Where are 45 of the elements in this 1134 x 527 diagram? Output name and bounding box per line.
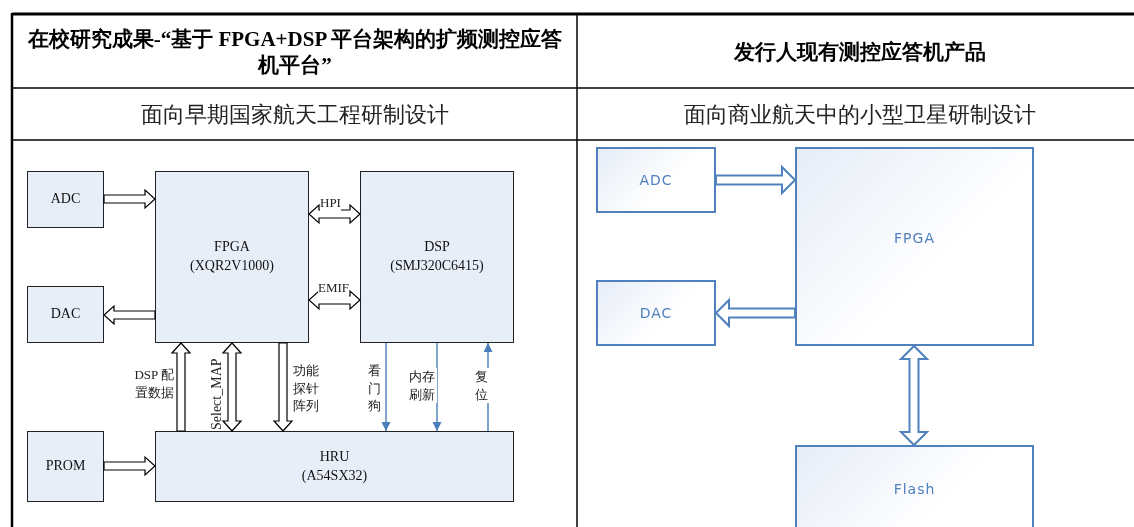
block-arrow	[714, 297, 796, 329]
block-box	[795, 147, 1034, 346]
column-heading: 发行人现有测控应答机产品	[733, 38, 986, 66]
block-name: ADC	[639, 170, 673, 190]
block-arrow	[308, 203, 361, 225]
arrow	[432, 342, 442, 432]
column-heading: 在校研究成果-“基于 FPGA+DSP 平台架构的扩频测控应答机平台”	[26, 25, 564, 79]
block-box	[360, 171, 514, 343]
row-text: 面向早期国家航天工程研制设计	[141, 101, 449, 129]
block-arrow	[308, 289, 361, 311]
block-arrow	[103, 455, 156, 477]
block-box	[596, 280, 716, 346]
block-arrow	[103, 304, 156, 326]
block-name: HRU	[319, 447, 350, 466]
block-name: DSP	[424, 238, 450, 257]
row-text: 面向商业航天中的小型卫星研制设计	[683, 101, 1036, 129]
edge-label: 功能探针阵列	[293, 362, 321, 415]
edge-label: Select_MAP	[208, 357, 225, 430]
block-arrow	[272, 342, 294, 432]
block-name: FPGA	[894, 229, 935, 248]
edge-label: 复位	[475, 368, 490, 404]
block-name: FPGA	[214, 238, 250, 257]
block-box	[795, 445, 1034, 527]
block-arrow	[898, 344, 930, 447]
part-number: (XQR2V1000)	[190, 257, 274, 275]
block-box	[27, 286, 104, 343]
block-box	[155, 171, 309, 343]
block-arrow	[103, 188, 156, 210]
edge-label: 内存刷新	[409, 368, 437, 404]
block-box	[155, 431, 514, 502]
block-arrow	[221, 342, 243, 432]
arrow	[381, 342, 391, 432]
part-number: (SMJ320C6415)	[390, 257, 484, 275]
block-name: PROM	[45, 457, 86, 476]
block-name: DAC	[50, 305, 81, 324]
block-box	[27, 431, 104, 502]
block-arrow	[715, 164, 797, 196]
block-box	[27, 171, 104, 228]
block-name: ADC	[50, 190, 81, 209]
block-arrow	[170, 342, 192, 432]
part-number: (A54SX32)	[301, 466, 368, 485]
block-name: DAC	[639, 303, 673, 323]
block-box	[596, 147, 716, 213]
block-name: Flash	[893, 480, 936, 499]
edge-label: 看门狗	[368, 362, 383, 415]
